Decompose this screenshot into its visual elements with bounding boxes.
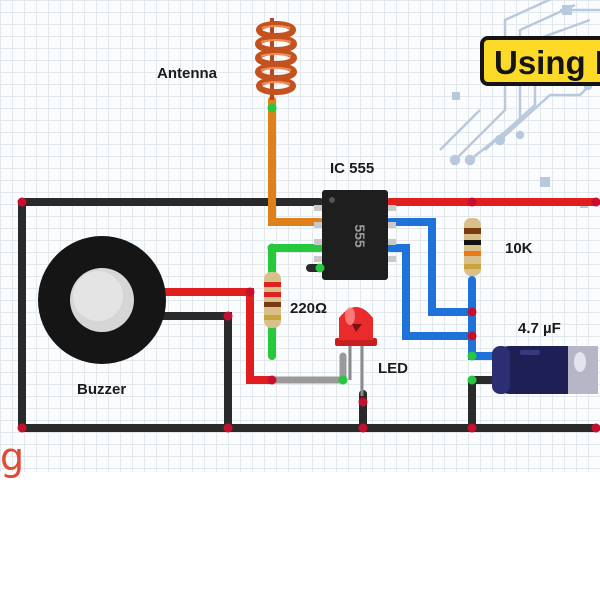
- buzzer-label: Buzzer: [77, 381, 127, 398]
- decorative-circuit-traces: [439, 0, 600, 208]
- ic-marking-text: 555: [352, 224, 368, 248]
- title-banner: Using I: [480, 36, 600, 86]
- green-connector-dots: [267, 103, 477, 385]
- capacitor-label: 4.7 µF: [518, 320, 561, 337]
- led: [335, 307, 377, 396]
- capacitor: [492, 346, 598, 394]
- resistor-220: [264, 272, 281, 328]
- red-wires: [156, 198, 600, 384]
- title-banner-text: Using I: [494, 44, 600, 81]
- led-label: LED: [378, 360, 408, 377]
- antenna-label: Antenna: [157, 65, 217, 82]
- grey-wire: [268, 352, 347, 384]
- orange-wire: [268, 96, 324, 226]
- junction-dots: [17, 197, 600, 433]
- resistor-10k: [464, 218, 481, 276]
- ic-label: IC 555: [330, 160, 375, 177]
- antenna-coil: [255, 18, 297, 100]
- buzzer: [38, 236, 166, 364]
- watermark-fragment: g: [0, 435, 25, 479]
- resistor-220-label: 220Ω: [290, 300, 328, 317]
- ic-555-chip: 555: [314, 190, 396, 280]
- resistor-10k-label: 10K: [505, 240, 533, 257]
- blue-wires: [386, 218, 502, 360]
